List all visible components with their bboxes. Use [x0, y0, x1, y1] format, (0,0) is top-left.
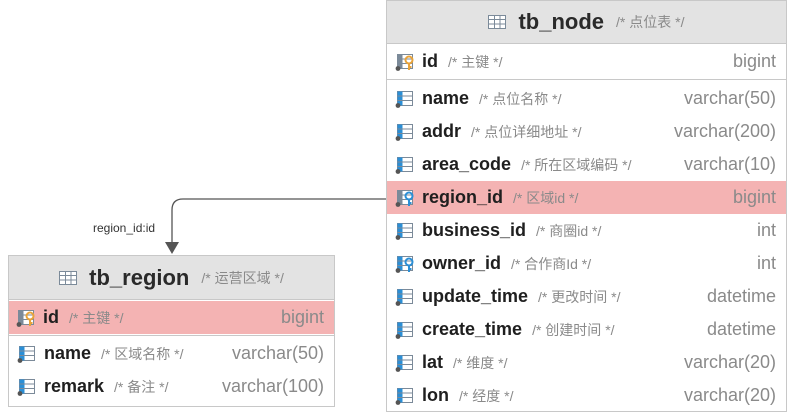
column-icon [394, 353, 416, 373]
column-icon [394, 122, 416, 142]
region-table-header[interactable]: tb_region /* 运营区域 */ [9, 256, 334, 300]
column-type: varchar(10) [683, 154, 776, 174]
region-columns-list: name /* 区域名称 */ varchar(50) remark /* 备注 */ v… [9, 336, 334, 403]
column-row-lon[interactable]: lon /* 经度 */ varchar(20) [387, 379, 786, 412]
table-icon [59, 270, 78, 285]
region-table-title: tb_region [89, 264, 190, 290]
column-icon [16, 377, 38, 397]
primary-key-column-icon [15, 308, 37, 328]
column-row-lat[interactable]: lat /* 维度 */ varchar(20) [387, 346, 786, 379]
column-name: region_id [422, 187, 504, 207]
column-type: datetime [706, 319, 776, 339]
column-row-create-time[interactable]: create_time /* 创建时间 */ datetime [387, 313, 786, 346]
region-table-comment: /* 运营区域 */ [201, 269, 284, 286]
column-type: varchar(50) [683, 88, 776, 108]
column-type: varchar(100) [221, 376, 324, 396]
column-icon [394, 320, 416, 340]
column-name: id [422, 51, 438, 71]
column-type: varchar(20) [683, 352, 776, 372]
column-name: addr [422, 121, 462, 141]
column-icon [394, 155, 416, 175]
column-icon [394, 221, 416, 241]
column-comment: /* 主键 */ [448, 53, 503, 70]
node-table-header[interactable]: tb_node /* 点位表 */ [387, 1, 786, 44]
column-comment: /* 区域id */ [513, 189, 579, 206]
column-comment: /* 维度 */ [453, 354, 508, 371]
column-name: remark [44, 376, 105, 396]
column-row-name[interactable]: name /* 区域名称 */ varchar(50) [9, 337, 334, 370]
column-row-name[interactable]: name /* 点位名称 */ varchar(50) [387, 82, 786, 115]
column-row-id[interactable]: id /* 主键 */ bigint [387, 44, 786, 79]
table-icon [488, 15, 507, 29]
region-pk-section: id /* 主键 */ bigint [9, 300, 334, 336]
column-type: varchar(20) [683, 385, 776, 405]
column-type: varchar(200) [673, 121, 776, 141]
column-type: varchar(50) [231, 343, 324, 363]
column-icon [394, 89, 416, 109]
column-comment: /* 商圈id */ [536, 222, 602, 239]
node-columns-list: name /* 点位名称 */ varchar(50) addr /* 点位详细地址 *… [387, 80, 786, 412]
column-row-region-id[interactable]: region_id /* 区域id */ bigint [387, 181, 786, 214]
foreign-key-column-icon [394, 188, 416, 208]
column-type: int [756, 220, 776, 240]
column-type: datetime [706, 286, 776, 306]
column-type: int [756, 253, 776, 273]
region-table[interactable]: tb_region /* 运营区域 */ id /* 主键 */ bigint … [8, 255, 335, 407]
column-type: bigint [732, 187, 776, 207]
key-column-icon [394, 254, 416, 274]
column-name: create_time [422, 319, 523, 339]
column-type: bigint [732, 51, 776, 71]
column-row-business-id[interactable]: business_id /* 商圈id */ int [387, 214, 786, 247]
column-name: name [44, 343, 92, 363]
column-icon [394, 287, 416, 307]
column-comment: /* 创建时间 */ [532, 321, 615, 338]
column-row-id[interactable]: id /* 主键 */ bigint [9, 301, 334, 334]
node-table-comment: /* 点位表 */ [616, 14, 685, 30]
column-comment: /* 备注 */ [114, 378, 169, 395]
node-table[interactable]: tb_node /* 点位表 */ id /* 主键 */ bigint nam… [386, 0, 787, 412]
relationship-line [171, 198, 386, 243]
relationship-arrowhead [165, 242, 179, 254]
column-type: bigint [280, 307, 324, 327]
column-row-remark[interactable]: remark /* 备注 */ varchar(100) [9, 370, 334, 403]
column-row-update-time[interactable]: update_time /* 更改时间 */ datetime [387, 280, 786, 313]
column-name: area_code [422, 154, 512, 174]
column-comment: /* 合作商Id */ [511, 255, 592, 272]
column-icon [394, 386, 416, 406]
column-comment: /* 点位名称 */ [479, 90, 562, 107]
column-name: update_time [422, 286, 529, 306]
column-name: lat [422, 352, 444, 372]
column-comment: /* 主键 */ [69, 309, 124, 326]
column-name: lon [422, 385, 449, 405]
column-comment: /* 经度 */ [459, 387, 514, 404]
node-table-title: tb_node [518, 9, 605, 34]
column-name: owner_id [422, 253, 502, 273]
column-row-area-code[interactable]: area_code /* 所在区域编码 */ varchar(10) [387, 148, 786, 181]
column-name: business_id [422, 220, 527, 240]
column-comment: /* 点位详细地址 */ [471, 123, 582, 140]
relationship-label: region_id:id [93, 221, 156, 235]
column-comment: /* 所在区域编码 */ [521, 156, 632, 173]
column-name: name [422, 88, 470, 108]
column-row-addr[interactable]: addr /* 点位详细地址 */ varchar(200) [387, 115, 786, 148]
column-row-owner-id[interactable]: owner_id /* 合作商Id */ int [387, 247, 786, 280]
node-pk-section: id /* 主键 */ bigint [387, 44, 786, 80]
column-comment: /* 区域名称 */ [101, 345, 184, 362]
column-icon [16, 344, 38, 364]
column-comment: /* 更改时间 */ [538, 288, 621, 305]
column-name: id [43, 307, 59, 327]
primary-key-column-icon [394, 52, 416, 72]
